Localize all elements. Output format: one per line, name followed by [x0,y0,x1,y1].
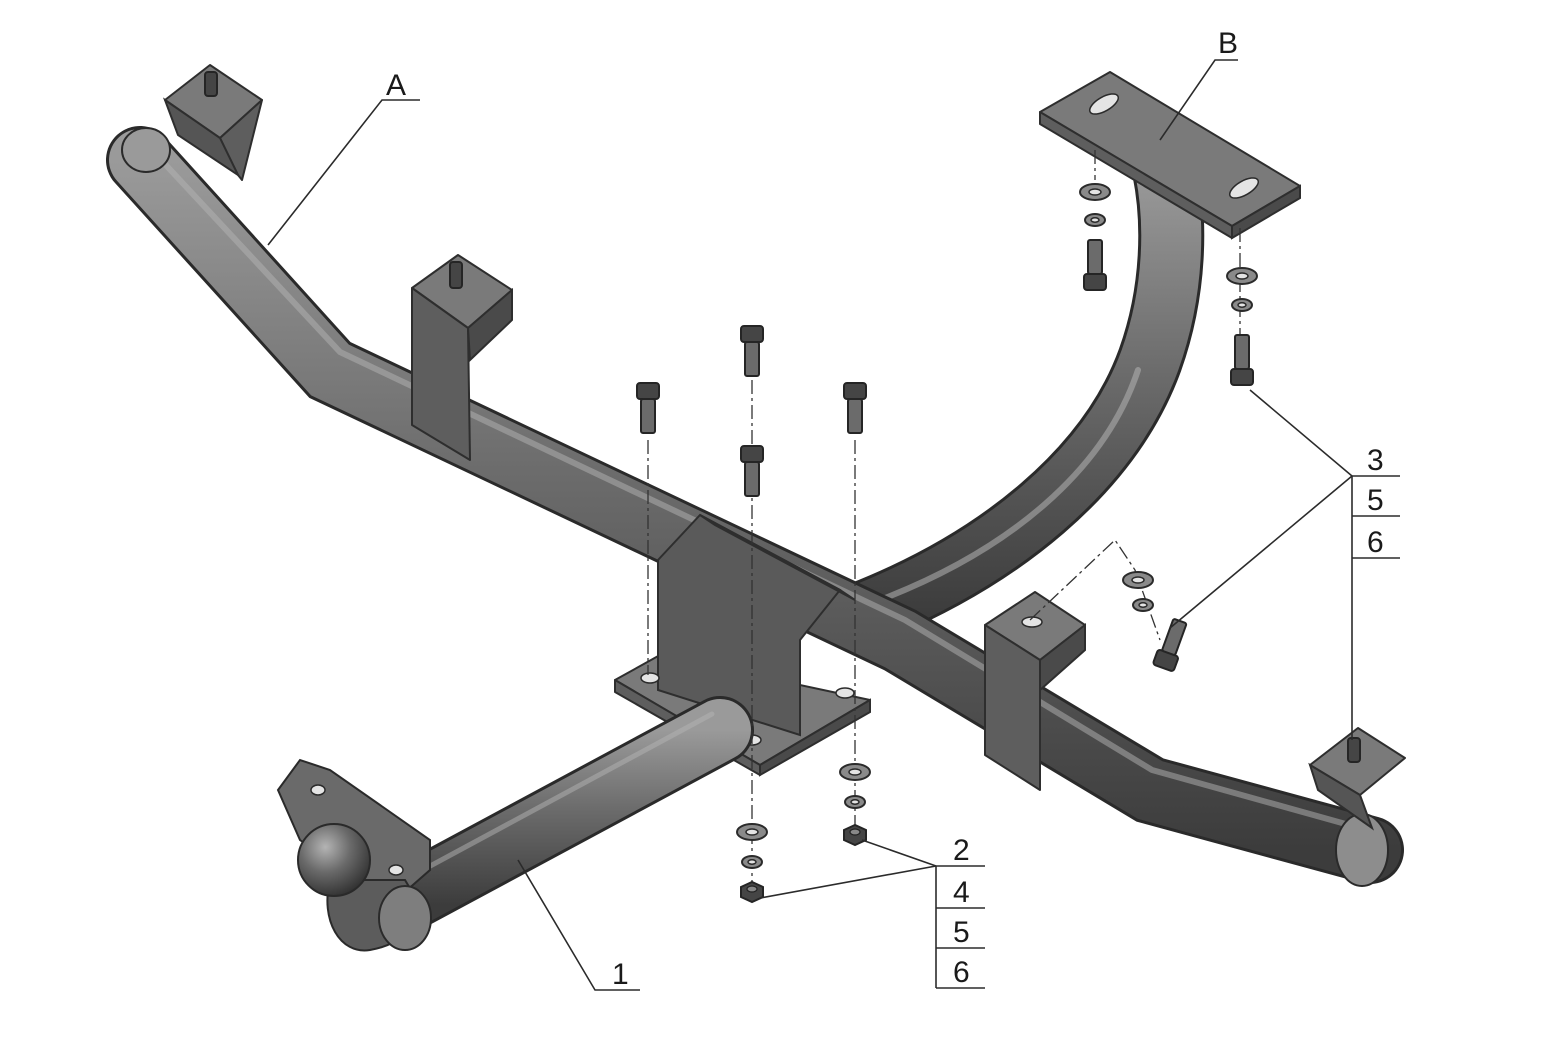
lockwasher-b-right [1231,298,1253,312]
bracket-left-end [162,64,263,181]
label-group-right-0: 3 [1367,444,1384,477]
bolt-top-d [843,382,867,434]
tow-ball [297,823,371,897]
main-cross-beam [106,126,1404,884]
draw-bar [361,696,754,939]
lockwasher-low-a [741,855,763,869]
bolt-side [1151,616,1192,673]
bolt-top-c [740,445,764,497]
washer-side [1122,571,1154,589]
lockwasher-side [1132,598,1154,612]
bolt-b-left [1083,239,1107,291]
bracket-left-mid [411,254,513,461]
lockwasher-low-b [844,795,866,809]
washer-low-b [839,763,871,781]
nut-low-b [843,824,867,846]
label-group-right-2: 6 [1367,526,1384,559]
label-a: A [386,69,406,102]
tow-ball-assembly [276,758,432,952]
nut-low-a [740,881,764,903]
label-group-right-1: 5 [1367,484,1384,517]
label-group-left-0: 2 [953,834,970,867]
label-group-left-1: 4 [953,876,970,909]
label-b: B [1218,27,1238,60]
washer-b-right [1226,267,1258,285]
beam-end-left [121,127,171,173]
label-part-1: 1 [612,958,629,991]
bracket-right-end [1308,727,1406,831]
bolt-b-right [1230,334,1254,386]
leader-lines [267,59,1400,991]
washer-b-left [1079,183,1111,201]
beam-end-right [1335,813,1389,887]
bracket-right-mid [984,591,1086,791]
washer-low-a [736,823,768,841]
label-group-left-2: 5 [953,916,970,949]
bracket-b-plate [1039,71,1301,240]
curved-tube-b [827,137,1205,648]
bolt-top-b [740,325,764,377]
lockwasher-b-left [1084,213,1106,227]
label-group-left-3: 6 [953,956,970,989]
bolt-top-a [636,382,660,434]
